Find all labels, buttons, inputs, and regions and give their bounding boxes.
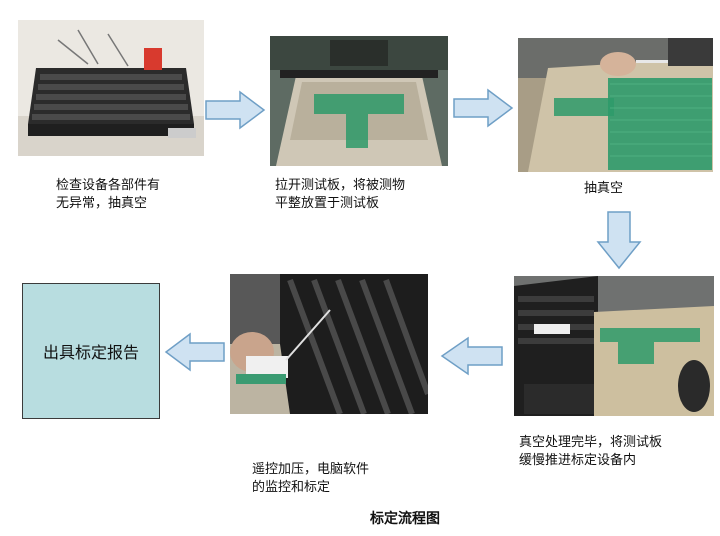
arrow-left-icon xyxy=(440,336,504,376)
arrow-right-icon xyxy=(204,90,266,130)
step-1-photo xyxy=(18,20,204,156)
report-label: 出具标定报告 xyxy=(42,343,139,362)
arrow-down-icon xyxy=(596,210,642,270)
step-3-caption: 抽真空 xyxy=(584,181,624,196)
arrow-left-icon xyxy=(164,332,226,372)
arrow-right-icon xyxy=(452,88,514,128)
step-1-caption: 检查设备各部件有 无异常，抽真空 xyxy=(56,178,161,211)
step-5-caption: 遥控加压，电脑软件 的监控和标定 xyxy=(252,462,370,495)
step-2-caption: 拉开测试板，将被测物 平整放置于测试板 xyxy=(275,178,406,211)
step-3-photo xyxy=(518,38,713,172)
step-5-photo xyxy=(230,274,428,414)
step-4-caption: 真空处理完毕，将测试板 缓慢推进标定设备内 xyxy=(519,435,663,468)
diagram-title: 标定流程图 xyxy=(370,511,440,527)
report-box: 出具标定报告 xyxy=(22,283,160,419)
step-4-photo xyxy=(514,276,714,416)
step-2-photo xyxy=(270,36,448,166)
